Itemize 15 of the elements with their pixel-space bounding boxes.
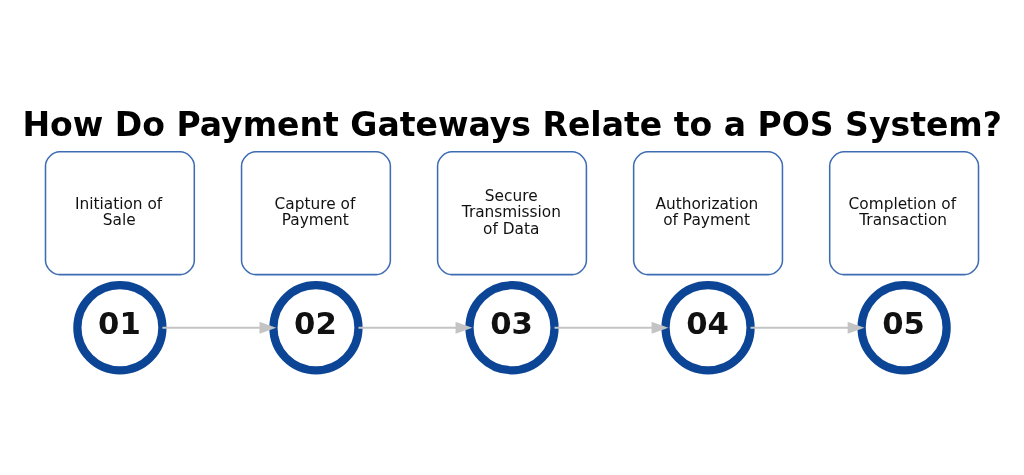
node-box: Completion of Transaction: [828, 150, 980, 275]
node-circle: 05: [857, 280, 951, 374]
arrow: [357, 321, 473, 334]
arrow: [749, 321, 865, 334]
node-box: Initiation of Sale: [44, 150, 196, 275]
node-circle: 01: [73, 280, 167, 374]
node-box: Secure Transmission of Data: [436, 150, 588, 275]
node-box: Authorization of Payment: [632, 150, 784, 275]
diagram-title: How Do Payment Gateways Relate to a POS System?: [22, 104, 1002, 144]
arrow: [161, 321, 277, 334]
node-box: Capture of Payment: [240, 150, 392, 275]
node-circle: 03: [465, 280, 559, 374]
arrow: [553, 321, 669, 334]
node-circle: 02: [269, 280, 363, 374]
node-circle: 04: [661, 280, 755, 374]
